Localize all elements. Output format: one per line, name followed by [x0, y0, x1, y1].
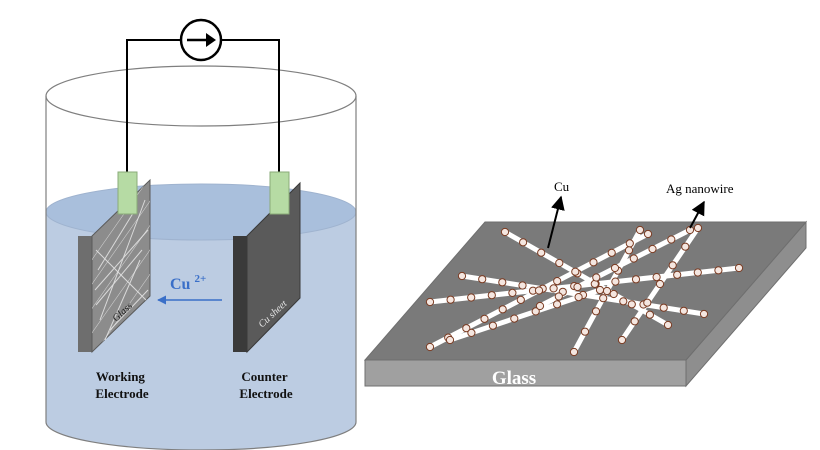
cu-particle [734, 263, 744, 273]
cu-particle [467, 293, 476, 302]
cu-particle [580, 327, 590, 336]
counter-electrode-clamp [269, 171, 290, 215]
cu-particle [425, 342, 435, 352]
beaker-rim [45, 65, 357, 127]
cu-particle [554, 292, 563, 301]
cu-particle [519, 238, 528, 247]
cu-particle [488, 321, 497, 330]
working-electrode-clamp [117, 171, 138, 215]
cu-particle [610, 263, 620, 273]
cu-particle [667, 235, 676, 244]
cu-particle [643, 229, 653, 239]
cu-particle [574, 293, 583, 302]
cu-particle [457, 271, 467, 281]
cu-particle [625, 239, 634, 248]
cu-particle [635, 225, 645, 235]
cu-particle [679, 306, 688, 315]
cu-particle [668, 261, 677, 270]
cu-particle [611, 277, 620, 286]
working-electrode-label: Working Electrode [95, 369, 148, 401]
cu-particle [480, 314, 489, 323]
cu-particle [630, 317, 639, 326]
cu-particle [663, 320, 673, 330]
cu-particle [681, 242, 690, 251]
nanowire-pointer [689, 200, 705, 229]
cu-particle [535, 301, 545, 311]
cu-particle [591, 307, 601, 316]
cu-particle [553, 277, 562, 286]
cu-particle [555, 258, 564, 268]
cu-particle [714, 266, 723, 275]
glass-substrate-label: Glass [492, 368, 536, 389]
cu-particle [446, 295, 455, 304]
cu-particle [673, 270, 682, 279]
cu-particle [627, 300, 636, 309]
cu-particle [510, 314, 519, 323]
cu-particle [498, 305, 507, 314]
cu-particle [553, 300, 562, 309]
cu-particle [693, 268, 702, 277]
cu-particle [607, 248, 616, 257]
cu-particle [617, 335, 627, 345]
nanowire-label: Ag nanowire [666, 181, 734, 196]
cu-particle [609, 289, 618, 299]
counter-electrode-label: Counter Electrode [239, 369, 292, 401]
cu-particle [531, 307, 540, 316]
cu-particle [624, 246, 634, 255]
cu-particle [659, 303, 668, 312]
cu-particle [569, 347, 579, 357]
cu-particle [652, 273, 661, 282]
dc-current-source-icon [179, 18, 223, 62]
cu-particle [425, 297, 435, 307]
cu-particle [648, 244, 657, 254]
cu-particle [693, 223, 703, 233]
counter-electrode: Cu sheet [233, 181, 301, 354]
cu-particle [516, 295, 525, 304]
cu-particle [592, 273, 601, 282]
cu-particle [655, 279, 665, 289]
cu-pointer [547, 195, 565, 249]
cu-particle [589, 258, 598, 267]
cu-particle [537, 248, 546, 257]
cu-particle [619, 297, 628, 306]
substrate-diagram: Glass Cu Ag nanowire [363, 179, 808, 389]
cu-particle [643, 298, 652, 307]
cu-particle [571, 267, 580, 276]
cu-particle [595, 285, 605, 295]
cu-particle [508, 288, 517, 297]
cu-particle [573, 282, 582, 292]
cu-particle [699, 309, 709, 319]
cu-particle [500, 227, 510, 237]
cu-particle [478, 275, 487, 284]
cu-particle [645, 310, 655, 319]
cu-particle [549, 284, 558, 293]
working-electrode: Glass [78, 178, 151, 354]
cu-particle [534, 286, 544, 295]
left-wire [126, 39, 180, 178]
cu-particle [631, 275, 641, 284]
cu-particle [445, 335, 455, 345]
cu-particle [467, 328, 476, 337]
cu-particle [498, 278, 507, 287]
cu-particle [518, 281, 527, 290]
electrolyte-surface [45, 183, 357, 241]
cu-particle [629, 254, 638, 263]
cu-particle [487, 291, 496, 300]
cu-particle [599, 294, 608, 303]
cu-particle [462, 324, 471, 333]
glass-top-face [363, 221, 808, 361]
nanowire-network [425, 223, 744, 357]
cu-label: Cu [554, 179, 570, 194]
right-wire [222, 39, 280, 178]
cu-particle [602, 286, 612, 296]
